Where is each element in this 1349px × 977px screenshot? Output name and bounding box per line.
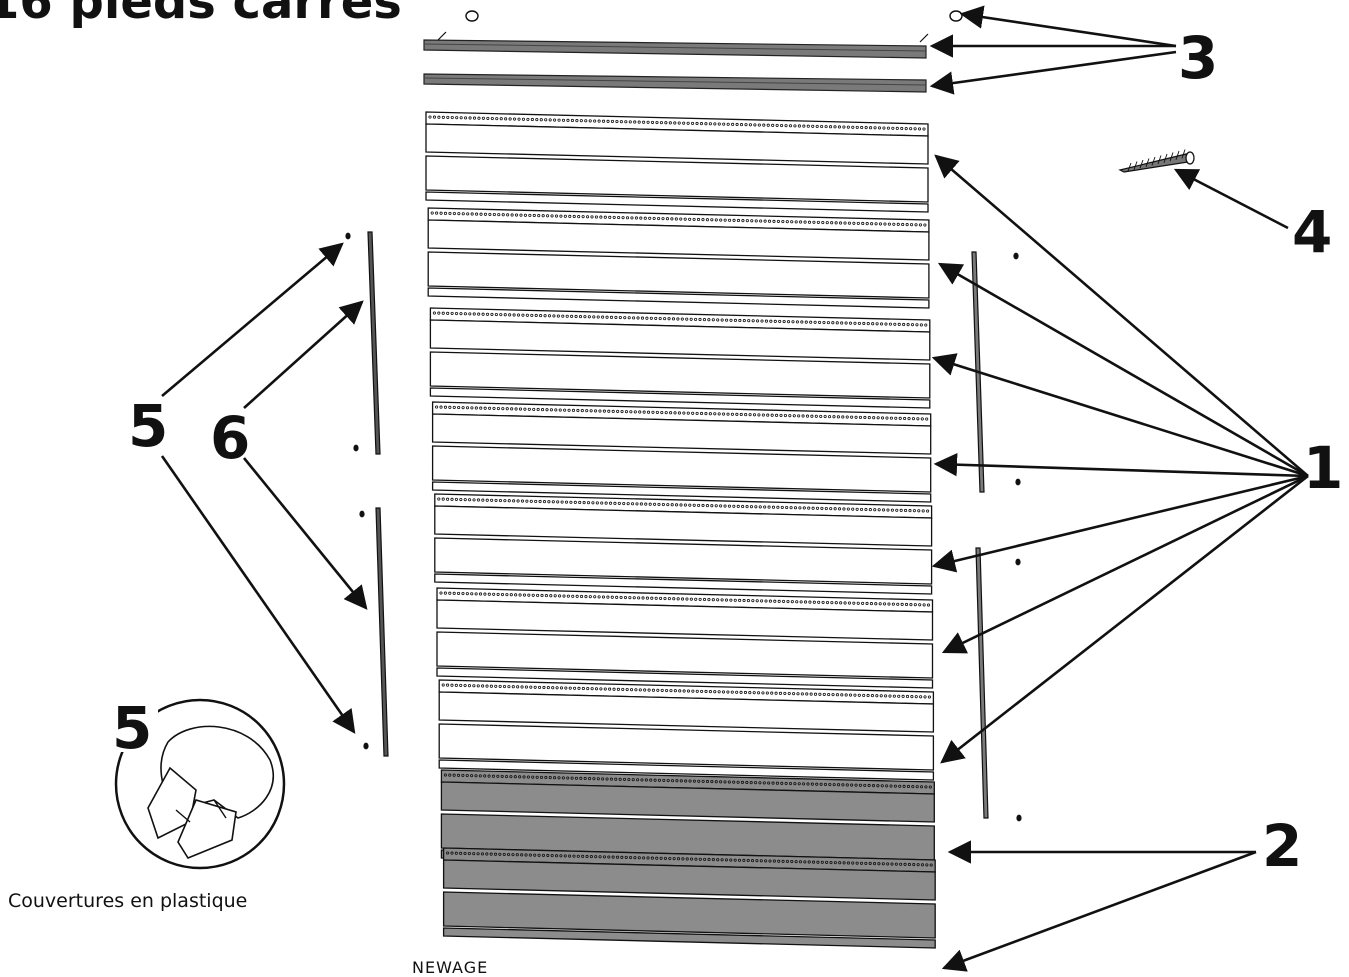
grey-slatwall-panel: [440, 769, 935, 871]
white-slatwall-panel: [438, 679, 935, 781]
callout-arrow: [931, 474, 1309, 573]
white-slatwall-panel: [427, 207, 930, 309]
connector-strip: [367, 231, 381, 455]
callout-6: 6: [210, 404, 250, 472]
plastic-cover-detail: 5: [110, 694, 286, 870]
white-slatwall-panel: [436, 587, 934, 689]
detail-caption: Couvertures en plastique: [8, 890, 248, 912]
plastic-cover: [1015, 478, 1021, 486]
callout-5: 5: [128, 392, 168, 460]
panel-stack: [425, 111, 936, 949]
diagram-title: 16 pieds carrés: [0, 0, 402, 30]
rail-tick: [919, 33, 929, 43]
small-parts: [345, 10, 1195, 822]
white-slatwall-panel: [434, 493, 933, 595]
brand-logo-text: NEWAGE: [412, 958, 489, 977]
callout-2: 2: [1262, 812, 1302, 880]
connector-strip: [375, 507, 389, 757]
callout-arrow: [934, 154, 1309, 477]
callout-arrow: [931, 353, 1309, 478]
plastic-cover: [1015, 558, 1021, 566]
callout-1: 1: [1303, 434, 1343, 502]
plastic-cover: [353, 444, 359, 452]
plastic-cover: [1016, 814, 1022, 822]
rail-tick: [437, 31, 447, 41]
plastic-cover: [1013, 252, 1019, 260]
white-slatwall-panel: [425, 111, 929, 213]
plastic-cover: [359, 510, 365, 518]
top-rail: [423, 73, 927, 93]
screw-head: [465, 10, 479, 22]
top-rail: [423, 39, 927, 59]
callout-arrow: [243, 300, 364, 409]
callout-arrow: [242, 457, 368, 610]
callout-arrow: [160, 455, 356, 734]
white-slatwall-panel: [429, 307, 931, 409]
callout-3: 3: [1178, 24, 1218, 92]
callout-arrow: [940, 474, 1309, 764]
callout-arrow: [929, 50, 1177, 95]
callout-arrows: [160, 5, 1309, 972]
callout-arrow: [941, 850, 1257, 972]
callout-arrow: [959, 5, 1177, 48]
detail-number: 5: [112, 694, 152, 762]
callout-arrow: [937, 262, 1309, 478]
plastic-cover: [363, 742, 369, 750]
callout-arrow: [941, 474, 1309, 654]
screw-head: [949, 10, 963, 22]
plastic-cover: [345, 232, 351, 240]
connector-strip: [975, 547, 989, 819]
callout-arrow: [1173, 168, 1289, 230]
white-slatwall-panel: [431, 401, 932, 503]
callout-arrow: [161, 242, 344, 397]
grey-slatwall-panel: [442, 847, 936, 949]
callout-arrow: [933, 452, 1309, 478]
screw: [1118, 149, 1195, 173]
callout-4: 4: [1292, 198, 1332, 266]
